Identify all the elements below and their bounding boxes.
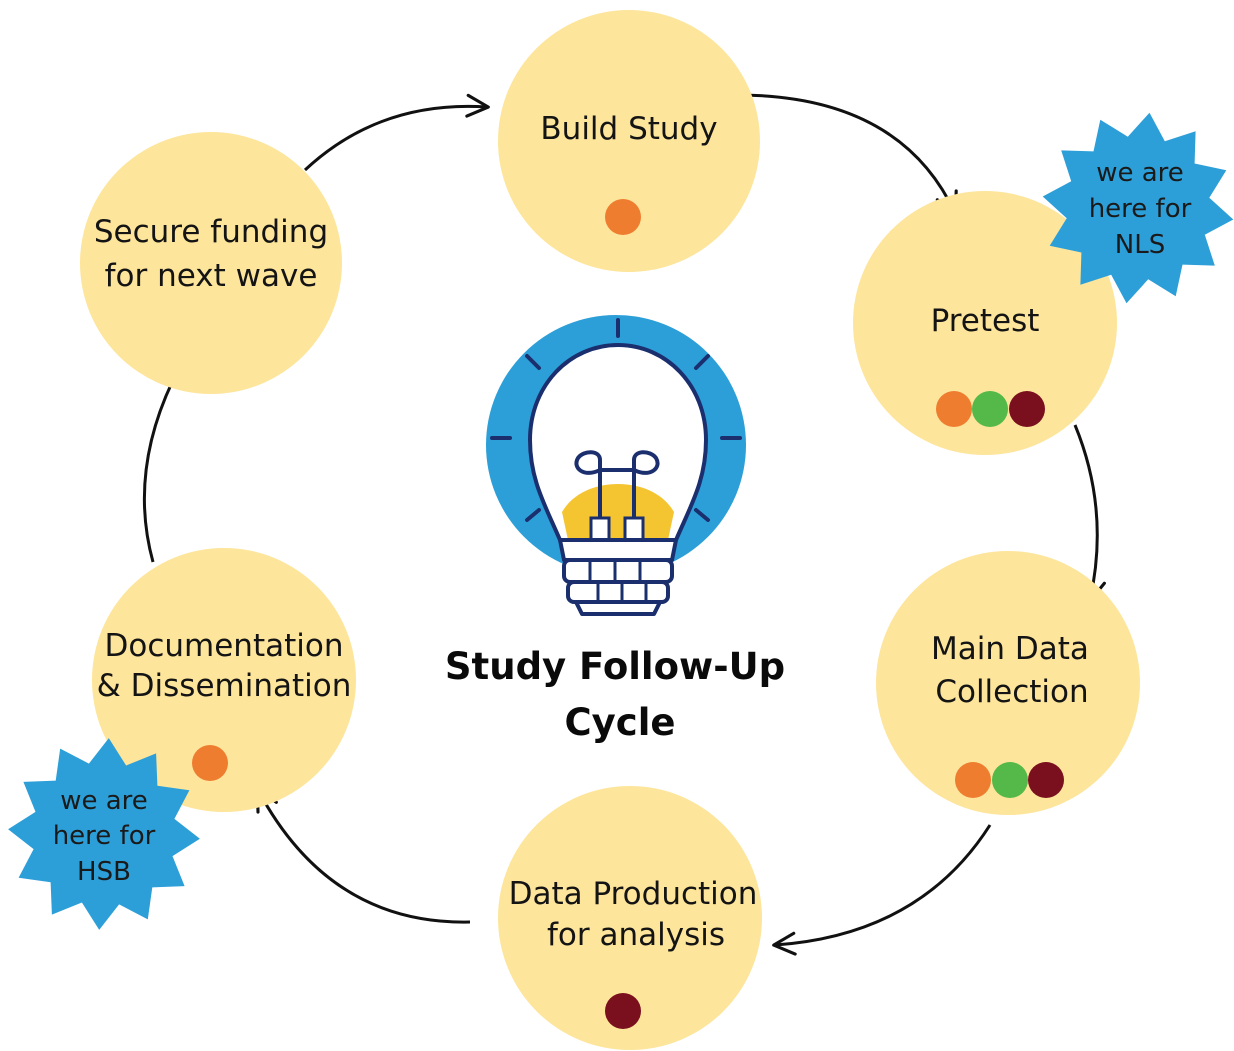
dot-orange [936, 391, 972, 427]
arrow-pretest-to-collection [1073, 424, 1106, 603]
burst-badge-hsb: we are here for HSB [8, 738, 200, 930]
stage-circle [498, 10, 760, 272]
burst-label-line-2: here for [1089, 194, 1192, 224]
stage-pretest: Pretest [853, 191, 1117, 455]
stage-label: Pretest [931, 303, 1040, 339]
burst-label-line-3: HSB [77, 857, 131, 887]
starburst-shape [1042, 112, 1234, 304]
stage-build-study: Build Study [498, 10, 760, 272]
stage-label-line-2: & Dissemination [97, 668, 352, 704]
title-line-1: Study Follow-Up [445, 645, 785, 688]
arrow-build-to-pretest [736, 93, 958, 216]
bulb-thread-lines [588, 562, 648, 600]
burst-label-line-2: here for [53, 821, 156, 851]
cycle-arrows [142, 93, 1106, 956]
dot-maroon [605, 993, 641, 1029]
stage-label-line-1: Main Data [931, 631, 1089, 667]
stage-data-production: Data Production for analysis [498, 786, 762, 1050]
bulb-thread-2 [566, 580, 670, 604]
burst-label-line-1: we are [1096, 158, 1184, 188]
stage-label: Build Study [540, 111, 717, 147]
burst-label-line-3: NLS [1115, 230, 1165, 260]
dot-orange [955, 762, 991, 798]
stage-label-line-2: for analysis [547, 917, 725, 953]
stage-circle [92, 548, 356, 812]
bulb-thread-1 [562, 558, 674, 584]
dot-maroon [1009, 391, 1045, 427]
lightbulb-icon [486, 315, 746, 616]
stage-circle [876, 551, 1140, 815]
stage-documentation: Documentation & Dissemination [92, 548, 356, 812]
stage-label-line-2: Collection [935, 674, 1088, 710]
title-line-2: Cycle [565, 701, 676, 744]
dot-orange [192, 745, 228, 781]
stage-main-data-collection: Main Data Collection [876, 551, 1140, 815]
dot-orange [605, 199, 641, 235]
diagram-title: Study Follow-Up Cycle [445, 645, 785, 744]
stage-circle [80, 132, 342, 394]
stage-label-line-1: Data Production [509, 876, 758, 912]
burst-badge-nls: we are here for NLS [1042, 112, 1234, 304]
bulb-glass [528, 343, 708, 542]
dot-green [972, 391, 1008, 427]
stage-label-line-1: Secure funding [94, 214, 328, 250]
arrow-funding-to-build [303, 93, 490, 172]
dot-maroon [1028, 762, 1064, 798]
stage-circle [853, 191, 1117, 455]
bulb-rays [490, 318, 742, 522]
stage-label-line-2: for next wave [105, 258, 318, 294]
dot-green [992, 762, 1028, 798]
arrow-collection-to-production [772, 824, 992, 956]
stage-label-line-1: Documentation [105, 628, 344, 664]
bulb-tip [574, 600, 662, 616]
bulb-filament [574, 450, 660, 522]
stage-secure-funding: Secure funding for next wave [80, 132, 342, 394]
arrow-production-to-documentation [255, 787, 471, 924]
burst-label-line-1: we are [60, 786, 148, 816]
starburst-shape [8, 738, 200, 930]
bulb-collar [558, 538, 678, 562]
stage-circle [498, 786, 762, 1050]
